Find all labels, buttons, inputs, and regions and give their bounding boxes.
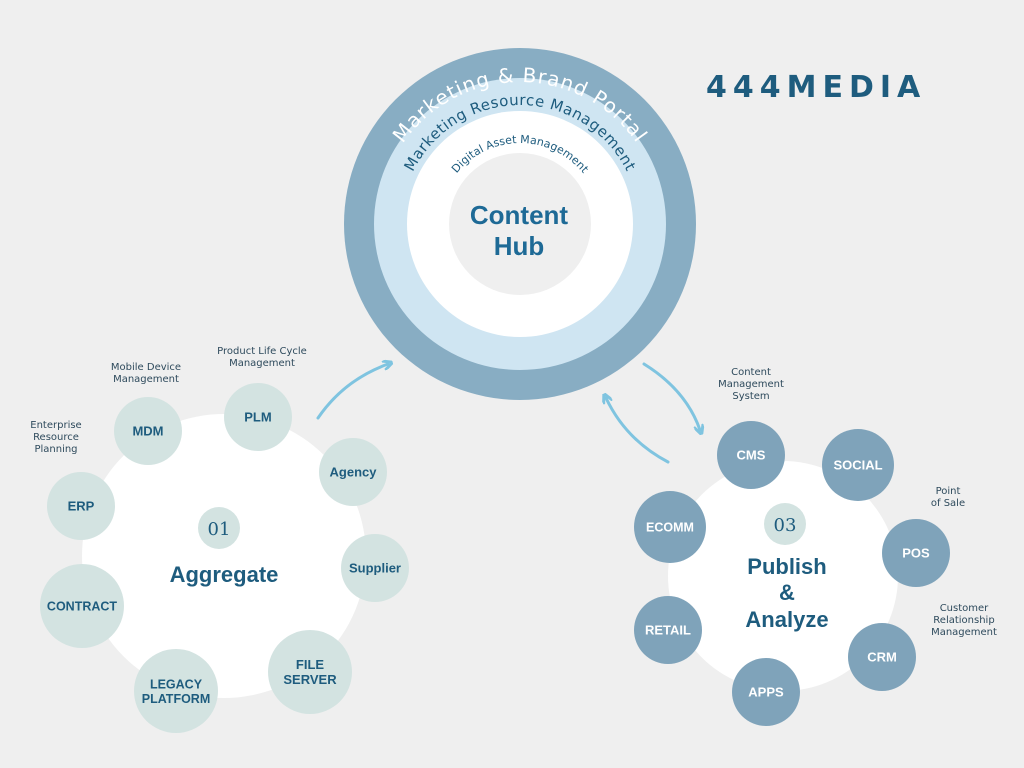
node-plm-caption: Management bbox=[229, 358, 295, 369]
arrow-publish-to-hub bbox=[606, 398, 670, 464]
node-file-server-label: FILE bbox=[296, 657, 324, 672]
node-legacy-platform-circle bbox=[134, 649, 218, 733]
publish-group: 03 Publish & Analyze CMSContentManagemen… bbox=[634, 367, 997, 726]
node-cms-caption: Management bbox=[718, 379, 784, 390]
aggregate-base bbox=[82, 414, 366, 698]
publish-title-line1: Publish bbox=[747, 554, 826, 579]
node-social: SOCIAL bbox=[822, 429, 894, 501]
node-cms-caption: System bbox=[732, 391, 769, 402]
node-pos-caption: of Sale bbox=[931, 498, 965, 509]
node-agency-label: Agency bbox=[330, 465, 378, 480]
node-apps-circle bbox=[732, 658, 800, 726]
content-hub: Marketing & Brand Portal Marketing Resou… bbox=[344, 48, 696, 400]
node-social-label: SOCIAL bbox=[833, 458, 882, 473]
node-plm-circle bbox=[224, 383, 292, 451]
node-cms-label: CMS bbox=[737, 448, 766, 463]
node-crm-circle bbox=[848, 623, 916, 691]
publish-title-line3: Analyze bbox=[745, 607, 828, 632]
publish-base bbox=[668, 461, 898, 691]
hub-center bbox=[449, 153, 591, 295]
node-retail-circle bbox=[634, 596, 702, 664]
publish-number-badge bbox=[764, 503, 806, 545]
node-ecomm-circle bbox=[634, 491, 706, 563]
node-pos-label: POS bbox=[902, 546, 930, 561]
brand-logo: 444MEDIA bbox=[706, 70, 927, 105]
arrow-aggregate-to-hub bbox=[316, 364, 388, 420]
node-plm-caption: Product Life Cycle bbox=[217, 346, 307, 357]
node-erp-label: ERP bbox=[68, 499, 95, 514]
aggregate-title: Aggregate bbox=[170, 562, 279, 587]
node-legacy-platform-label: PLATFORM bbox=[142, 692, 211, 706]
node-mdm-caption: Management bbox=[113, 374, 179, 385]
node-contract-circle bbox=[40, 564, 124, 648]
node-crm-caption: Management bbox=[931, 627, 997, 638]
node-pos-caption: Point bbox=[936, 486, 961, 497]
node-crm-label: CRM bbox=[867, 650, 897, 665]
node-file-server-label: SERVER bbox=[283, 672, 337, 687]
node-agency: Agency bbox=[319, 438, 387, 506]
node-mdm-label: MDM bbox=[132, 424, 163, 439]
node-crm-caption: Relationship bbox=[933, 615, 994, 626]
node-erp-caption: Resource bbox=[33, 432, 79, 443]
node-mdm-caption: Mobile Device bbox=[111, 362, 181, 373]
node-social-circle bbox=[822, 429, 894, 501]
node-erp-caption: Enterprise bbox=[30, 420, 81, 431]
hub-title-line2: Hub bbox=[494, 231, 545, 261]
node-supplier: Supplier bbox=[341, 534, 409, 602]
node-file-server-circle bbox=[268, 630, 352, 714]
node-ecomm-label: ECOMM bbox=[646, 521, 694, 535]
node-cms-caption: Content bbox=[731, 367, 771, 378]
node-agency-circle bbox=[319, 438, 387, 506]
aggregate-number: 01 bbox=[208, 519, 231, 540]
node-mdm-circle bbox=[114, 397, 182, 465]
publish-nodes: CMSContentManagementSystemSOCIALPOSPoint… bbox=[634, 367, 997, 726]
node-supplier-circle bbox=[341, 534, 409, 602]
node-erp-caption: Planning bbox=[34, 444, 77, 455]
node-contract-label: CONTRACT bbox=[47, 600, 117, 614]
aggregate-number-badge bbox=[198, 507, 240, 549]
node-retail: RETAIL bbox=[634, 596, 702, 664]
node-apps-label: APPS bbox=[748, 685, 784, 700]
publish-title-line2: & bbox=[779, 580, 795, 605]
node-supplier-label: Supplier bbox=[349, 561, 401, 576]
flow-arrows bbox=[316, 362, 700, 464]
node-contract: CONTRACT bbox=[40, 564, 124, 648]
node-ecomm: ECOMM bbox=[634, 491, 706, 563]
node-apps: APPS bbox=[732, 658, 800, 726]
node-crm-caption: Customer bbox=[940, 603, 989, 614]
node-pos-circle bbox=[882, 519, 950, 587]
hub-title-line1: Content bbox=[470, 200, 569, 230]
node-plm-label: PLM bbox=[244, 410, 271, 425]
arrow-hub-to-publish bbox=[642, 362, 700, 430]
node-cms-circle bbox=[717, 421, 785, 489]
node-legacy-platform-label: LEGACY bbox=[150, 677, 203, 691]
node-erp-circle bbox=[47, 472, 115, 540]
publish-number: 03 bbox=[774, 515, 797, 536]
node-retail-label: RETAIL bbox=[645, 623, 691, 638]
